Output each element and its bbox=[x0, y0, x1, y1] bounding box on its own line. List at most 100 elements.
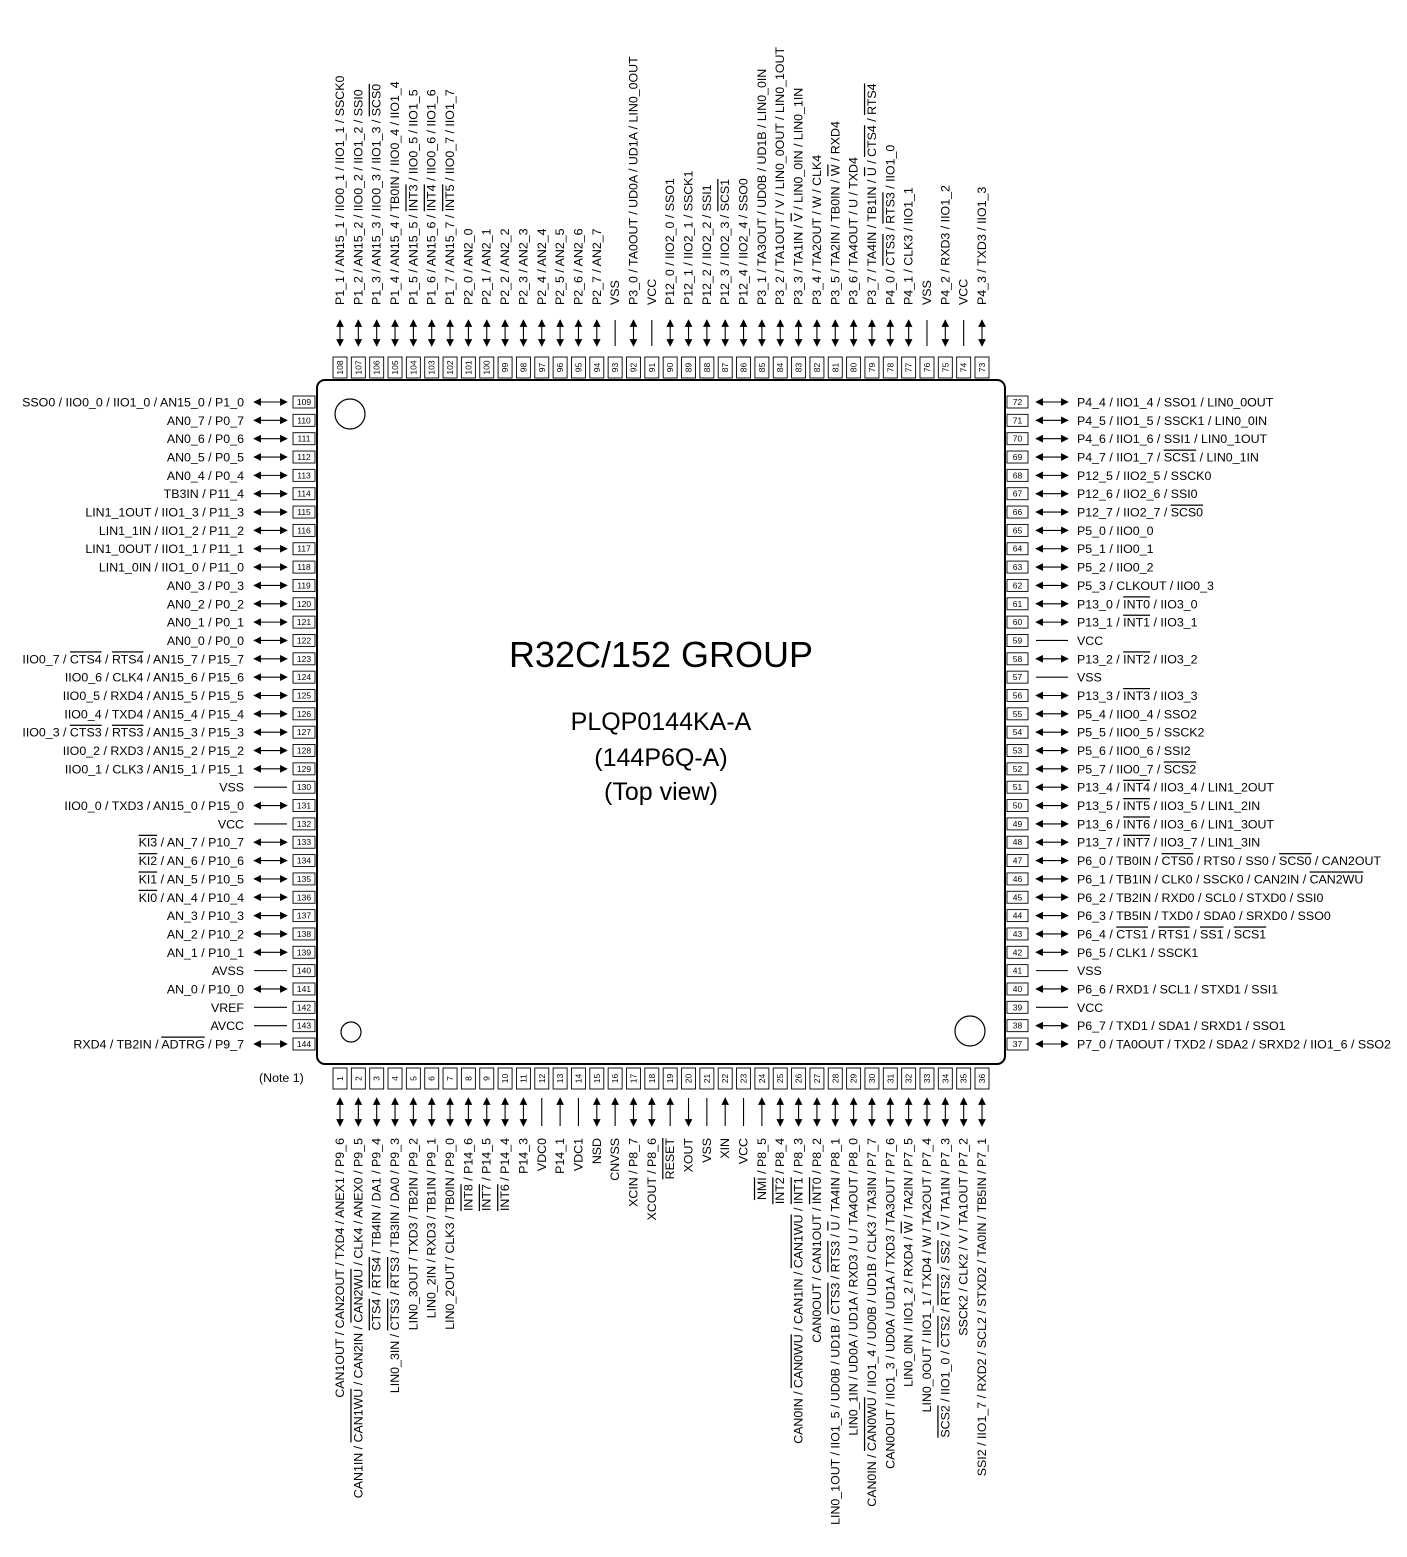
pin-number: 103 bbox=[427, 360, 437, 374]
pin-label: LIN1_1IN / IIO1_2 / P11_2 bbox=[99, 524, 244, 538]
pin-number: 143 bbox=[297, 1021, 311, 1031]
pin-number-box bbox=[292, 744, 316, 757]
pin-label: P6_0 / TB0IN / CTS0 / RTS0 / SS0 / SCS0 … bbox=[1077, 854, 1381, 868]
pin-number-box bbox=[1006, 817, 1029, 831]
pin-number: 36 bbox=[977, 1074, 987, 1084]
pin-label: P7_0 / TA0OUT / TXD2 / SDA2 / SRXD2 / II… bbox=[1077, 1038, 1391, 1052]
pin-number-box bbox=[717, 1067, 733, 1090]
pin-number: 71 bbox=[1013, 415, 1023, 425]
pin-number: 4 bbox=[390, 1076, 400, 1081]
pin-number-box bbox=[1006, 597, 1029, 611]
pin-number-box bbox=[846, 1067, 862, 1090]
view-label: (Top view) bbox=[604, 778, 718, 806]
pin-number: 86 bbox=[739, 363, 749, 373]
pin-label: VCC bbox=[1077, 634, 1103, 648]
pin-number: 11 bbox=[518, 1074, 528, 1083]
chip-title: R32C/152 GROUP bbox=[509, 634, 813, 675]
pin-number: 5 bbox=[408, 1076, 418, 1081]
pin-label: P5_6 / IIO0_6 / SSI2 bbox=[1077, 744, 1191, 758]
pin-number: 129 bbox=[297, 764, 311, 774]
pin-number-box bbox=[1006, 468, 1029, 482]
pin-number: 12 bbox=[537, 1074, 547, 1084]
pin-number-box bbox=[369, 356, 385, 379]
pin-number: 91 bbox=[647, 363, 657, 373]
pin-number-box bbox=[292, 854, 316, 868]
pin-label: LIN1_0IN / IIO1_0 / P11_0 bbox=[99, 561, 244, 575]
pin-number: 82 bbox=[812, 363, 822, 373]
pin-number-box bbox=[460, 1067, 476, 1090]
pin-label: P4_6 / IIO1_6 / SSI1 / LIN0_1OUT bbox=[1077, 432, 1268, 446]
pin-number: 123 bbox=[297, 654, 311, 664]
pin-label: P13_3 / INT3 / IIO3_3 bbox=[1077, 689, 1198, 703]
pin-number: 65 bbox=[1013, 525, 1023, 535]
pin-number: 20 bbox=[684, 1074, 694, 1084]
pin-label: VSS bbox=[219, 781, 244, 795]
pin-label: P2_3 / AN2_3 bbox=[516, 228, 530, 305]
pin-number-box bbox=[699, 1067, 715, 1090]
pin-number: 34 bbox=[940, 1074, 950, 1084]
pin-number-box bbox=[387, 356, 403, 379]
pin-label: INT6 / P14_4 bbox=[498, 1138, 512, 1211]
pin-label: P6_5 / CLK1 / SSCK1 bbox=[1077, 946, 1198, 960]
pin-label: INT2 / P8_4 bbox=[773, 1138, 787, 1204]
pin-label: IIO0_3 / CTS3 / RTS3 / AN15_3 / P15_3 bbox=[22, 726, 244, 740]
pin-number: 94 bbox=[592, 363, 602, 373]
pin-number-box bbox=[699, 356, 715, 379]
chip-body bbox=[316, 379, 1006, 1065]
pin-number-box bbox=[292, 707, 316, 721]
pin-number: 139 bbox=[297, 947, 311, 957]
pin-number: 67 bbox=[1013, 489, 1023, 499]
pin-label: P12_5 / IIO2_5 / SSCK0 bbox=[1077, 469, 1211, 483]
pin-number: 106 bbox=[372, 360, 382, 374]
pin-label: CAN0IN / CAN0WU / IIO1_4 / UD0B / UD1B /… bbox=[865, 1138, 879, 1507]
pin-number: 52 bbox=[1013, 764, 1023, 774]
pin-number-box bbox=[292, 395, 316, 409]
pin-number: 22 bbox=[720, 1074, 730, 1084]
pin-label: P12_7 / IIO2_7 / SCS0 bbox=[1077, 506, 1203, 520]
pin-number-box bbox=[292, 542, 316, 556]
pin-number-box bbox=[1006, 799, 1029, 812]
pin-number: 1 bbox=[335, 1076, 345, 1081]
pin-number: 89 bbox=[684, 363, 694, 373]
pin-label: LIN0_1IN / UD0A / UD1A / RXD3 / U / TA4O… bbox=[847, 1138, 861, 1436]
pin-number: 56 bbox=[1013, 690, 1023, 700]
pin-label: P13_2 / INT2 / IIO3_2 bbox=[1077, 652, 1198, 666]
pin-label: RXD4 / TB2IN / ADTRG / P9_7 bbox=[73, 1038, 244, 1052]
pin-number: 46 bbox=[1013, 874, 1023, 884]
pin-number-box bbox=[1006, 1037, 1029, 1051]
pin-number-box bbox=[1006, 872, 1029, 886]
pin-number-box bbox=[754, 1067, 770, 1090]
pin-number-box bbox=[534, 1067, 550, 1090]
pin-number: 76 bbox=[922, 363, 932, 373]
pin-number: 107 bbox=[353, 360, 363, 374]
pin-number-box bbox=[405, 356, 421, 379]
pin-number-box bbox=[460, 356, 476, 379]
pin-number: 2 bbox=[353, 1076, 363, 1081]
pin-number: 27 bbox=[812, 1074, 822, 1084]
pin-label: P5_1 / IIO0_1 bbox=[1077, 542, 1154, 556]
pin-label: P13_6 / INT6 / IIO3_6 / LIN1_3OUT bbox=[1077, 817, 1274, 831]
pin-number-box bbox=[292, 835, 316, 849]
pin-number: 118 bbox=[297, 562, 311, 572]
pin-label: KI1 / AN_5 / P10_5 bbox=[139, 872, 245, 886]
pin-label: LIN1_0OUT / IIO1_1 / P11_1 bbox=[85, 542, 244, 556]
pin-label: SSCK2 / CLK2 / V / TA1OUT / P7_2 bbox=[957, 1138, 971, 1336]
pin-number-box bbox=[292, 468, 316, 482]
pin-number-box bbox=[901, 356, 917, 379]
pin-number: 72 bbox=[1013, 397, 1023, 407]
pin-number: 99 bbox=[500, 363, 510, 373]
pin-number-box bbox=[332, 356, 348, 379]
pin-number-box bbox=[974, 356, 990, 379]
pin-label: P5_5 / IIO0_5 / SSCK2 bbox=[1077, 726, 1205, 740]
pin-label: AN0_7 / P0_7 bbox=[167, 414, 244, 428]
pin-number-box bbox=[1006, 964, 1029, 978]
pin-label: P2_7 / AN2_7 bbox=[590, 228, 604, 305]
pin-label: VSS bbox=[700, 1138, 714, 1163]
pin-label: P12_0 / IIO2_0 / SSO1 bbox=[663, 178, 677, 305]
pin-number-box bbox=[1006, 578, 1029, 592]
pin-number: 109 bbox=[297, 397, 311, 407]
pin-number: 45 bbox=[1013, 892, 1023, 902]
pin-label: KI3 / AN_7 / P10_7 bbox=[139, 836, 245, 850]
pin-number: 96 bbox=[555, 363, 565, 373]
